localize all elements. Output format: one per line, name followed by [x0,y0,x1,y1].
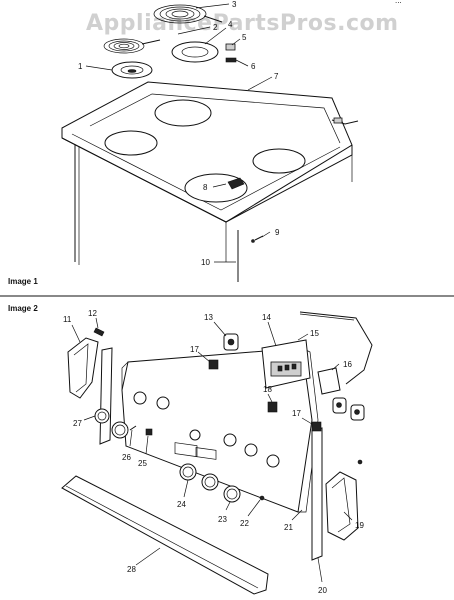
callout-1: 1 [78,62,83,71]
callout-14: 14 [262,313,271,322]
side-bracket-left [99,347,113,445]
image-1-cooktop: 1 2 3 4 5 6 7 8 9 10 [61,0,359,282]
drip-bowl-large [171,41,219,63]
side-bracket-right [311,427,323,561]
callout-17-lower: 17 [292,409,301,418]
callout-25: 25 [138,459,147,468]
switch-18 [267,401,278,413]
burner-opening-front-right [184,173,248,203]
end-cap-left [67,337,99,399]
control-knobs [94,408,241,503]
switch-17-lower [311,421,322,432]
watermark: AppliancePartsPros.com [86,11,399,36]
part-25 [145,428,153,436]
callout-23: 23 [218,515,227,524]
image-2-leaders [71,317,353,583]
cooktop-front-edge [61,137,353,223]
callout-16: 16 [343,360,352,369]
callout-19: 19 [355,521,364,530]
callout-2: 2 [213,23,218,32]
control-panel-backguard [121,347,313,513]
callout-5: 5 [242,33,247,42]
element-receptacle [225,43,236,51]
burner-opening-rear-right [252,148,306,174]
screw-12 [93,327,105,337]
callout-9: 9 [275,228,280,237]
callout-26: 26 [122,453,131,462]
callout-11: 11 [63,315,72,324]
screw [254,235,264,241]
header-fragment: ... [395,0,402,5]
terminal-block [227,177,245,190]
callout-13: 13 [204,313,213,322]
callout-6: 6 [251,62,256,71]
trim-strip [61,475,269,595]
callout-3: 3 [232,0,237,9]
callout-4: 4 [228,20,233,29]
coil-element-small [103,38,161,54]
callout-7: 7 [274,72,279,81]
callout-28: 28 [127,565,136,574]
callout-20: 20 [318,586,327,595]
screw-19-top [357,459,363,465]
image-2-control-panel: 11 12 13 14 15 16 17 18 17 19 20 21 22 2… [61,309,373,595]
image-1-leaders [85,3,273,263]
image-2-caption: Image 2 [8,304,38,313]
callout-22: 22 [240,519,249,528]
burner-opening-front-left [104,130,158,156]
infinite-switch-13 [223,333,239,351]
callout-12: 12 [88,309,97,318]
coil-element-large [153,4,223,24]
callout-27: 27 [73,419,82,428]
callout-24: 24 [177,500,186,509]
screw-22 [259,495,265,501]
receptacle-bracket [225,57,237,63]
callout-8: 8 [203,183,208,192]
part-26 [129,425,137,431]
infinite-switch-right [332,397,365,421]
image-1-caption: Image 1 [8,277,38,286]
callout-15: 15 [310,329,319,338]
switch-17-upper [208,359,219,370]
wire-harness-15 [299,311,373,385]
burner-opening-rear-left [154,99,212,127]
callout-17-upper: 17 [190,345,199,354]
end-cap-right [325,471,359,541]
clock-display-window [174,442,198,458]
callout-10: 10 [201,258,210,267]
callout-21: 21 [284,523,293,532]
relay-16 [317,367,341,395]
callout-18: 18 [263,385,272,394]
clock-timer-module [261,339,311,389]
